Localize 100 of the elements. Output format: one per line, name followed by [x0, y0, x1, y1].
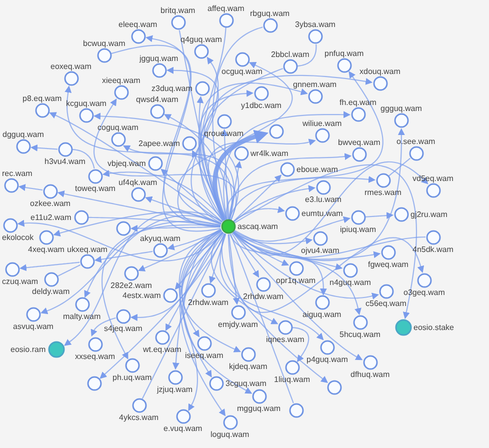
node-label: emjdy.wam	[217, 320, 259, 329]
node-label: p8.eq.wam	[22, 94, 63, 103]
node-label: malty.wam	[62, 312, 102, 322]
arrow	[234, 216, 350, 242]
arrow	[18, 184, 43, 191]
node-label: pnfuq.wam	[324, 48, 365, 58]
node-label: 1liuq.wam	[273, 375, 312, 384]
node-label: 4n5dk.wam	[412, 244, 454, 254]
connector-line	[57, 264, 81, 277]
arrow	[166, 66, 221, 228]
node-label: coguq.wam	[96, 122, 140, 132]
arrow	[190, 56, 222, 224]
node-label: vd5eq.wam	[412, 174, 454, 183]
node-label: 2bbcl.wam	[270, 50, 310, 59]
node-label: aiguq.wam	[302, 310, 342, 320]
node-label: n4guq.wam	[328, 278, 372, 287]
node-label: 4ykcs.wam	[118, 412, 160, 422]
arrow	[233, 185, 316, 222]
node-label: fh.eq.wam	[338, 98, 378, 108]
node-label: 2rhdw.wam	[242, 292, 284, 301]
node-label: vbjeq.wam	[106, 159, 147, 168]
node-label: jgguq.wam	[138, 54, 180, 64]
node-label: wr4lk.wam	[250, 148, 290, 158]
node-label: xdouq.wam	[358, 67, 402, 76]
node-label: dfhuq.wam	[350, 370, 391, 379]
arrow	[130, 232, 223, 321]
node-label: e3.lu.wam	[304, 194, 342, 204]
node-label: britq.wam	[160, 6, 196, 16]
arrow	[233, 174, 282, 222]
arrow	[101, 224, 221, 360]
node-label: q4guq.wam	[180, 35, 223, 44]
node-label: 5hcuq.wam	[338, 330, 382, 340]
arrow	[30, 144, 58, 152]
node-label: iqnes.wam	[265, 334, 306, 344]
node-label: ojvu4.wam	[300, 246, 340, 255]
arrow	[228, 153, 352, 220]
node-label: eoxeq.wam	[50, 62, 92, 71]
arrow	[234, 128, 405, 262]
arrow	[233, 231, 343, 270]
node-label: czuq.wam	[1, 276, 40, 286]
arrow	[226, 71, 384, 220]
arrow	[232, 232, 362, 316]
node-label: bcwuq.wam	[82, 39, 126, 48]
arrow	[229, 234, 327, 296]
arrow	[53, 211, 223, 236]
node-label: c56eq.wam	[364, 299, 408, 308]
arrow	[164, 114, 229, 220]
arrow	[19, 262, 80, 272]
arrow	[365, 212, 394, 220]
node-label: loguq.wam	[210, 430, 250, 439]
node-label: wiliue.wam	[302, 119, 343, 128]
node-label: rec.wam	[1, 168, 34, 178]
node-label: eumtu.wam	[300, 209, 344, 218]
node-label: wt.eq.wam	[142, 345, 182, 354]
arrow	[228, 234, 240, 305]
connector-line	[142, 233, 226, 399]
node-label: affeq.wam	[206, 4, 246, 12]
arrow	[292, 326, 310, 362]
node-label: fgweq.wam	[367, 260, 410, 269]
node-label: deldy.wam	[31, 286, 71, 296]
node-label: mgguq.wam	[236, 404, 282, 414]
node-label: xieeq.wam	[101, 76, 142, 85]
node-label: y1dbc.wam	[240, 100, 282, 110]
connector-line	[297, 44, 317, 67]
connector-line	[199, 27, 226, 222]
arrow	[130, 224, 220, 232]
arrow	[233, 231, 290, 266]
arrow	[209, 234, 226, 284]
node-label: kjdeq.wam	[228, 362, 268, 372]
node-label: akyuq.wam	[139, 234, 182, 243]
arrow	[181, 231, 241, 352]
node-label: ekolocok	[1, 233, 35, 242]
node-label: gnnem.wam	[292, 80, 338, 89]
node-label: iseeq.wam	[184, 350, 224, 360]
node-label: eosio.stake	[412, 322, 455, 332]
node-label: asvuq.wam	[12, 322, 54, 331]
node-label: e11u2.wam	[30, 212, 72, 222]
node-label: ozkee.wam	[29, 198, 72, 208]
arrow	[100, 233, 226, 379]
arrow	[212, 130, 268, 221]
node-label: bwveq.wam	[337, 138, 382, 147]
node-label: eleeq.wam	[118, 20, 158, 30]
arrow	[210, 232, 278, 324]
node-label: ascaq.wam	[236, 222, 279, 232]
arrow	[228, 234, 424, 313]
node-label: xxseq.wam	[74, 352, 116, 361]
node-label: rmes.wam	[364, 188, 402, 198]
arrow	[223, 111, 350, 220]
node-label: ocguq.wam	[220, 66, 264, 76]
node-label: 3ybsa.wam	[294, 20, 336, 30]
node-label: ipiuq.wam	[339, 224, 378, 234]
node-label: jzjuq.wam	[156, 384, 194, 394]
arrow	[221, 233, 328, 383]
node-label: eosio.ram	[10, 344, 47, 354]
node-label: e.vuq.wam	[162, 424, 204, 434]
arrow	[122, 145, 235, 220]
connector-line	[88, 216, 221, 226]
arrow	[90, 317, 116, 337]
node-label: 282e2.wam	[110, 281, 153, 290]
arrow	[181, 230, 222, 338]
